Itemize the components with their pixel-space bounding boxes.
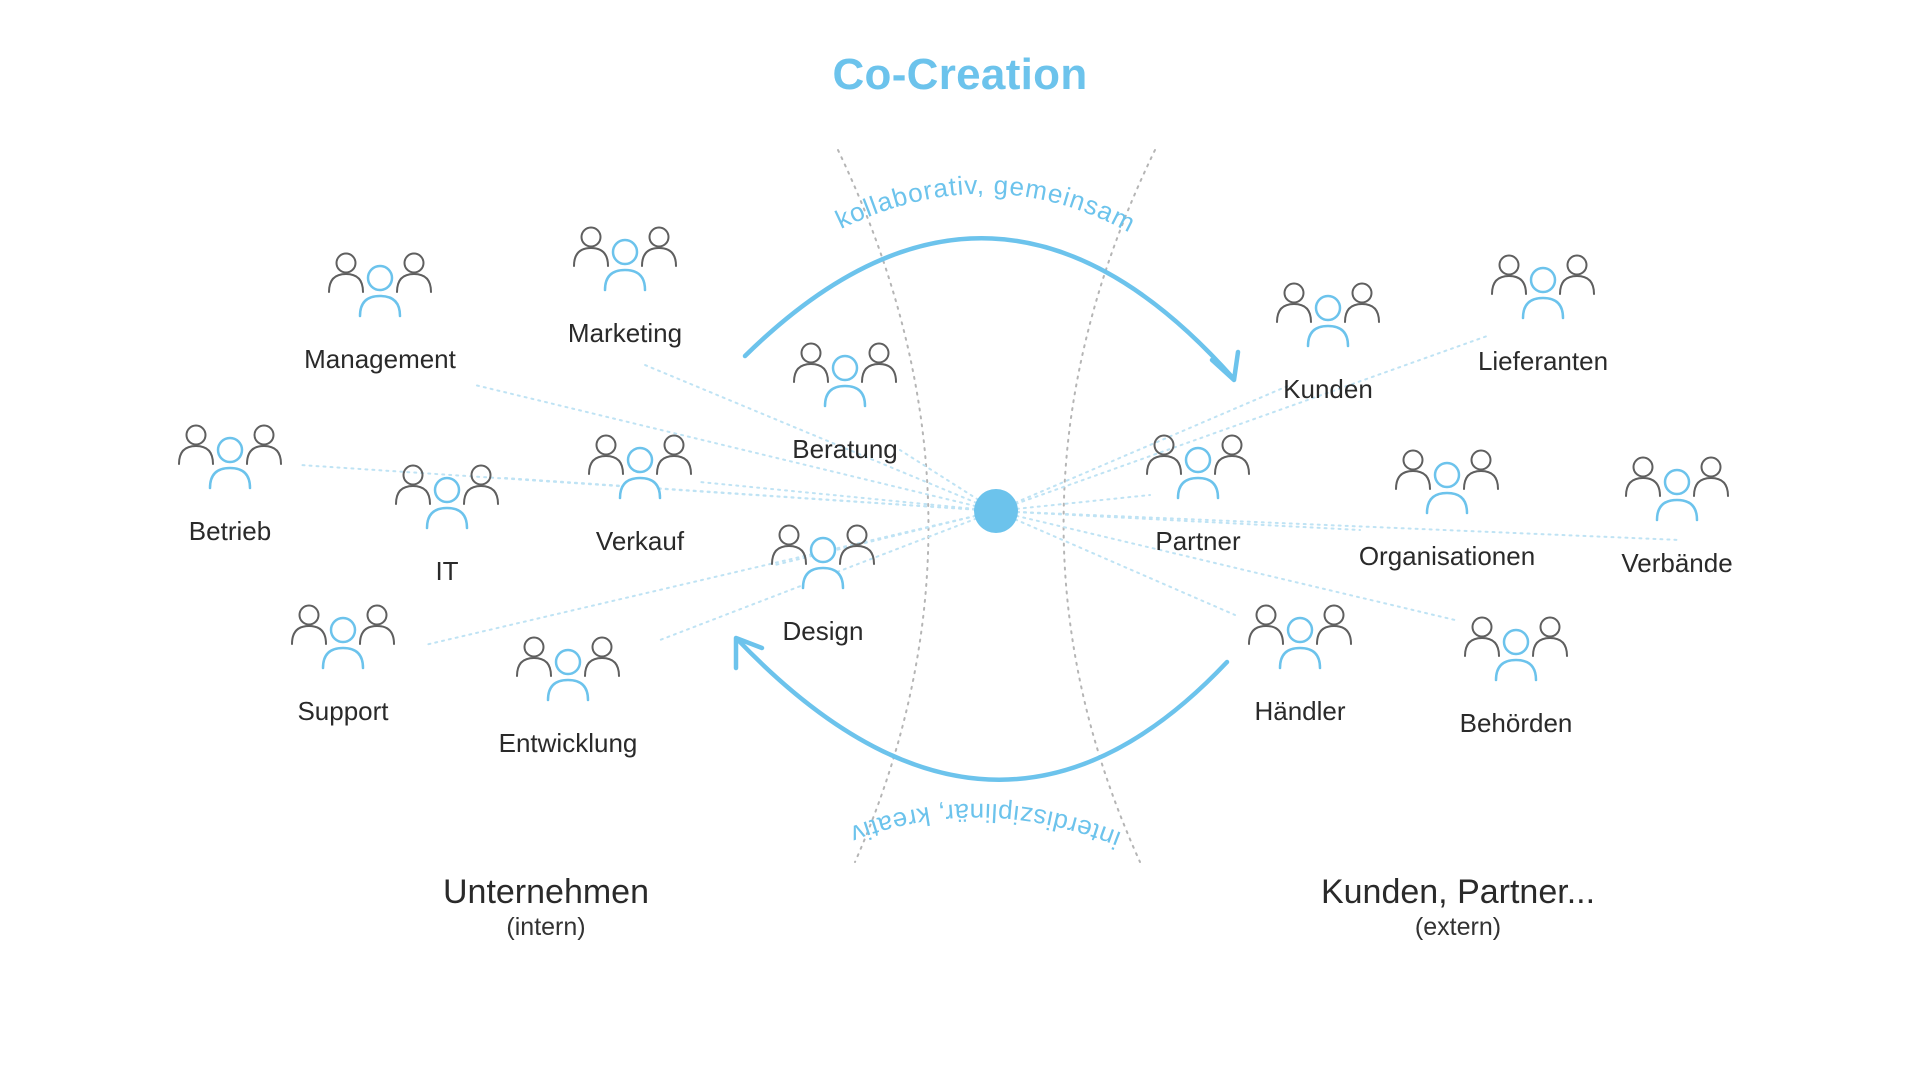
group-icon [291,604,395,670]
node-entwicklung: Entwicklung [499,636,638,758]
connector-haendler [995,510,1236,616]
intern-group-label: Unternehmen (intern) [296,872,796,942]
divider-line-right [1062,149,1156,863]
node-behoerden: Behörden [1460,616,1573,738]
node-haendler: Händler [1248,604,1352,726]
connector-beratung [899,449,997,512]
node-label: Kunden [1283,374,1373,404]
intern-group-subtitle: (intern) [506,913,586,941]
connector-management [474,384,997,512]
node-label: Management [304,344,457,374]
node-it: IT [395,464,499,586]
top-arrow [742,236,1241,383]
node-label: IT [435,556,458,586]
intern-group-title: Unternehmen [442,873,649,911]
group-icon [1395,449,1499,515]
connector-verbaende [995,510,1681,541]
bottom-arrow [733,635,1230,782]
node-organisationen: Organisationen [1359,449,1535,571]
connector-kunden [995,384,1291,512]
group-icon [516,636,620,702]
connector-partner [995,494,1151,512]
top-arc-label: kollaborativ, gemeinsam [831,170,1141,239]
node-label: Behörden [1460,708,1573,738]
node-label: Verkauf [596,526,685,556]
divider-lines [837,149,1156,863]
top-arrow-head [1209,349,1241,383]
extern-group-title: Kunden, Partner... [1320,873,1596,911]
group-icon [1146,434,1250,500]
extern-group-label: Kunden, Partner... (extern) [1208,872,1708,942]
node-management: Management [304,252,457,374]
node-label: Verbände [1621,548,1732,578]
node-beratung: Beratung [792,342,898,464]
node-design: Design [771,524,875,646]
node-label: Lieferanten [1478,346,1608,376]
bottom-arrow-head [733,635,765,671]
node-label: Beratung [792,434,898,464]
connector-lines [299,334,1681,646]
group-icon [328,252,432,318]
node-marketing: Marketing [568,226,682,348]
node-label: Betrieb [189,516,271,546]
group-icon [1276,282,1380,348]
group-icon [1248,604,1352,670]
node-label: Organisationen [1359,541,1535,571]
connector-it [504,477,997,512]
top-arrow-curve [742,236,1236,381]
node-label: Design [783,616,864,646]
node-label: Marketing [568,318,682,348]
node-lieferanten: Lieferanten [1478,254,1608,376]
diagram-title: Co-Creation [832,50,1088,99]
connector-behoerden [995,510,1456,621]
group-icon [588,434,692,500]
hub-dot [974,489,1018,533]
connector-marketing [644,364,997,512]
node-label: Händler [1254,696,1345,726]
group-icon [178,424,282,490]
group-icon [771,524,875,590]
group-icon [793,342,897,408]
bottom-arrow-curve [735,637,1230,782]
group-icon [1625,456,1729,522]
node-label: Partner [1155,526,1241,556]
extern-group-subtitle: (extern) [1414,913,1502,941]
group-icon [573,226,677,292]
node-verkauf: Verkauf [588,434,692,556]
connector-betrieb [299,464,997,512]
node-partner: Partner [1146,434,1250,556]
node-label: Support [297,696,389,726]
connector-organisationen [995,510,1361,531]
node-kunden: Kunden [1276,282,1380,404]
node-betrieb: Betrieb [178,424,282,546]
divider-line-left [837,149,930,863]
bottom-arc-label: interdisziplinär, kreativ [846,798,1124,856]
connector-verkauf [699,481,997,512]
node-label: Entwicklung [499,728,638,758]
connector-support [424,510,997,646]
node-support: Support [291,604,395,726]
node-verbaende: Verbände [1621,456,1733,578]
group-icon [1464,616,1568,682]
group-icon [395,464,499,530]
group-icon [1491,254,1595,320]
